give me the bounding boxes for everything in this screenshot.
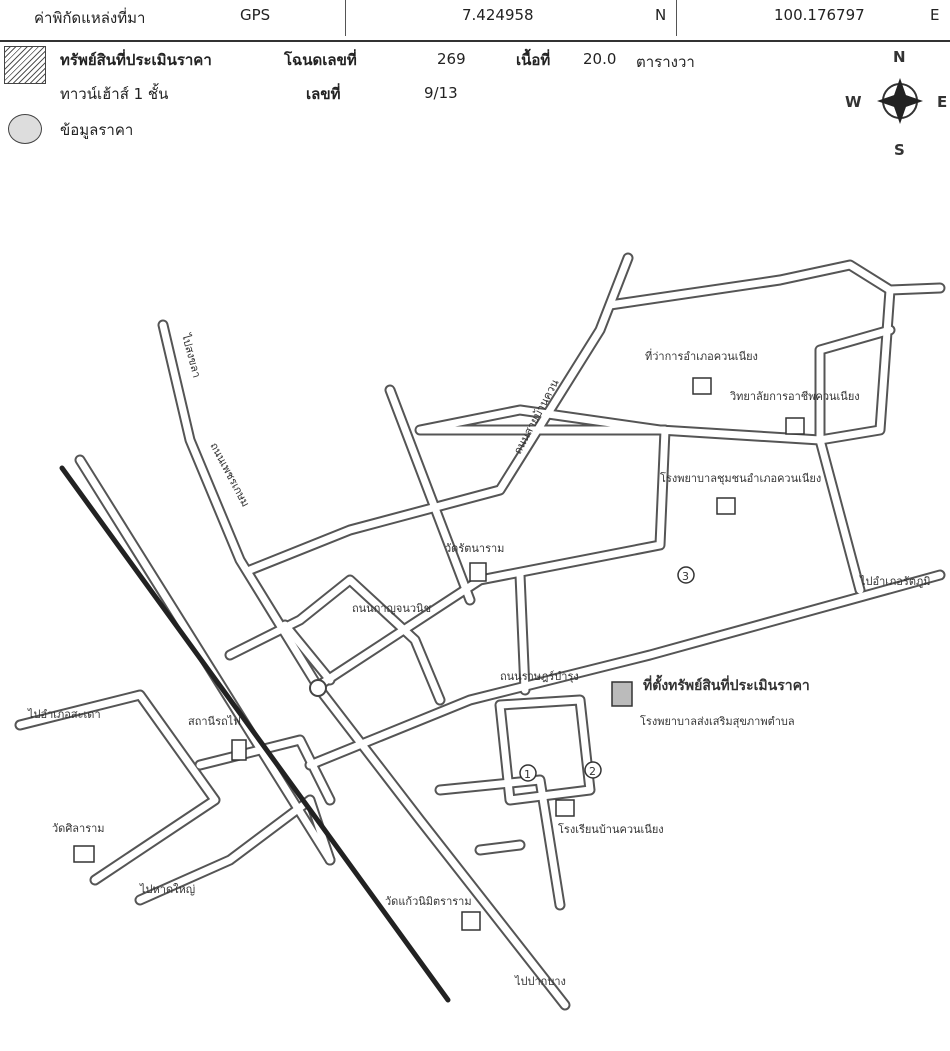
subject-location-label: ที่ตั้งทรัพย์สินที่ประเมินราคา (643, 674, 810, 694)
temple-icon (461, 911, 481, 931)
price-data-label: ข้อมูลราคา (60, 121, 134, 139)
hospital-label: โรงพยาบาลชุมชนอำเภอควนเนียง (660, 471, 821, 485)
subject-legend-label: ทรัพย์สินที่ประเมินราคา (60, 51, 212, 69)
road-network (14, 252, 946, 1011)
temple-label: วัดรัตนาราม (445, 542, 504, 555)
coordinate-label: ค่าพิกัดแหล่งที่มา (34, 9, 146, 27)
deed-number: 269 (437, 50, 466, 68)
temple-icon (469, 562, 487, 582)
compass-north: N (893, 48, 906, 66)
road-label: ถนนกาญจนวนิช (352, 602, 431, 615)
railway-line (59, 465, 451, 1003)
subject-hatch-swatch (4, 46, 46, 84)
subject-building-icon (611, 681, 633, 707)
compass-south: S (894, 141, 905, 159)
road-label: ไปหาดใหญ่ (139, 883, 195, 896)
latitude-direction: N (655, 6, 667, 24)
college-label: วิทยาลัยการอาชีพควนเนียง (729, 390, 859, 403)
price-marker-label: 1 (524, 768, 531, 781)
train-station-icon (231, 739, 247, 761)
coordinate-source: GPS (240, 6, 271, 24)
price-marker-label: 2 (589, 765, 596, 778)
price-data-swatch (8, 114, 42, 144)
road-label: ไปอำเภอรัตภูมิ (859, 575, 930, 588)
area-value: 20.0 (583, 50, 617, 68)
road-label: ถนนราษฎร์บำรุง (500, 670, 579, 683)
price-marker (584, 761, 602, 779)
station-label: สถานีรถไฟ (188, 715, 241, 728)
district-office-icon (692, 377, 712, 395)
road-label: ไปสงขลา (179, 331, 203, 379)
longitude-value: 100.176797 (774, 6, 865, 24)
compass-rose-icon: N S E W (845, 48, 947, 159)
temple-label: วัดศิลาราม (52, 822, 105, 835)
road-label: ไปปากบาง (514, 975, 566, 988)
school-icon (555, 799, 575, 817)
roundabout (309, 679, 327, 697)
deed-label: โฉนดเลขที่ (284, 51, 357, 69)
school-label: โรงเรียนบ้านควนเนียง (558, 822, 664, 836)
divider (676, 0, 677, 36)
temple-label: วัดแก้วนิมิตราราม (385, 895, 472, 908)
temple-icon (73, 845, 95, 863)
longitude-direction: E (930, 6, 940, 24)
district-office-label: ที่ว่าการอำเภอควนเนียง (645, 348, 758, 363)
coordinate-header: ค่าพิกัดแหล่งที่มา GPS 7.424958 N 100.17… (0, 0, 950, 42)
price-marker (519, 764, 537, 782)
area-label: เนื้อที่ (516, 51, 551, 69)
latitude-value: 7.424958 (462, 6, 534, 24)
number-label: เลขที่ (306, 85, 341, 103)
health-center-label: โรงพยาบาลส่งเสริมสุขภาพตำบล (640, 714, 795, 728)
area-unit: ตารางวา (636, 53, 695, 71)
number-value: 9/13 (424, 84, 458, 102)
compass-east: E (937, 93, 947, 111)
divider (345, 0, 346, 36)
hospital-icon (716, 497, 736, 515)
road-label: ไปอำเภอสะเดา (27, 708, 101, 721)
building-type: ทาวน์เฮ้าส์ 1 ชั้น (60, 85, 169, 103)
compass-west: W (845, 93, 862, 111)
price-marker (677, 566, 695, 584)
price-marker-label: 3 (682, 570, 689, 583)
college-icon (785, 417, 805, 435)
